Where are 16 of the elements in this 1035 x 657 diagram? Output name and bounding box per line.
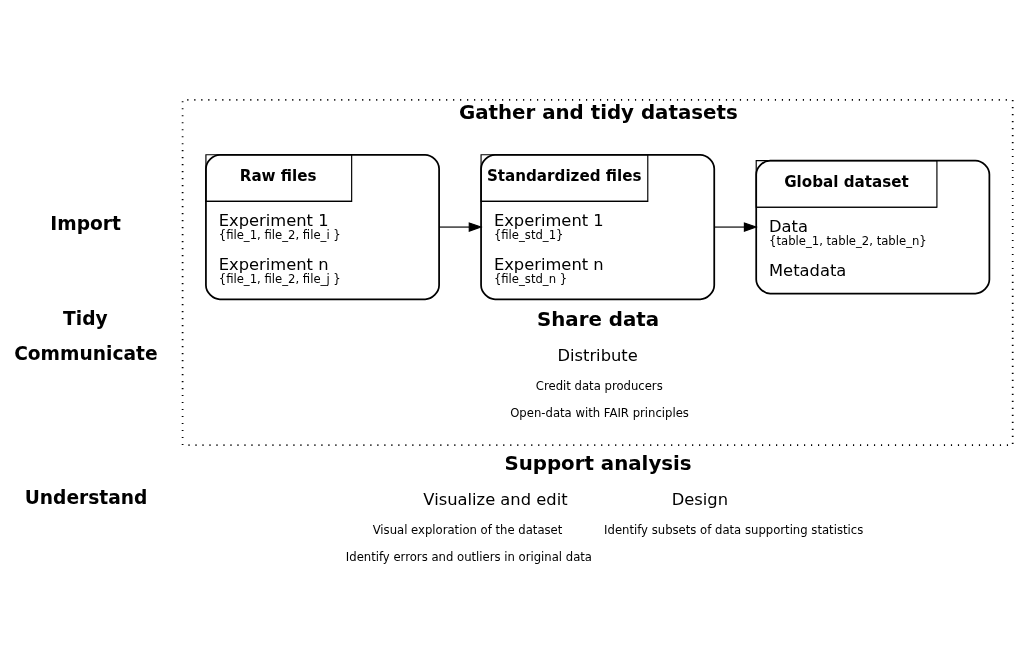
label: Tidy xyxy=(63,308,108,330)
arrow xyxy=(438,222,483,232)
label: Identify errors and outliers in original data xyxy=(345,550,593,565)
label: Identify subsets of data supporting statistics xyxy=(604,523,864,538)
arrow xyxy=(713,222,758,232)
label: Distribute xyxy=(557,345,638,365)
label: Import xyxy=(50,213,121,235)
label: Visual exploration of the dataset xyxy=(372,523,563,538)
label: Communicate xyxy=(14,342,158,364)
label: Open-data with FAIR principles xyxy=(510,405,689,420)
label: Visualize and edit xyxy=(423,490,568,510)
label: Understand xyxy=(24,487,148,509)
label: Share data xyxy=(537,307,660,331)
label: Credit data producers xyxy=(535,378,663,393)
label: Support analysis xyxy=(504,452,692,476)
label: Design xyxy=(671,490,729,510)
